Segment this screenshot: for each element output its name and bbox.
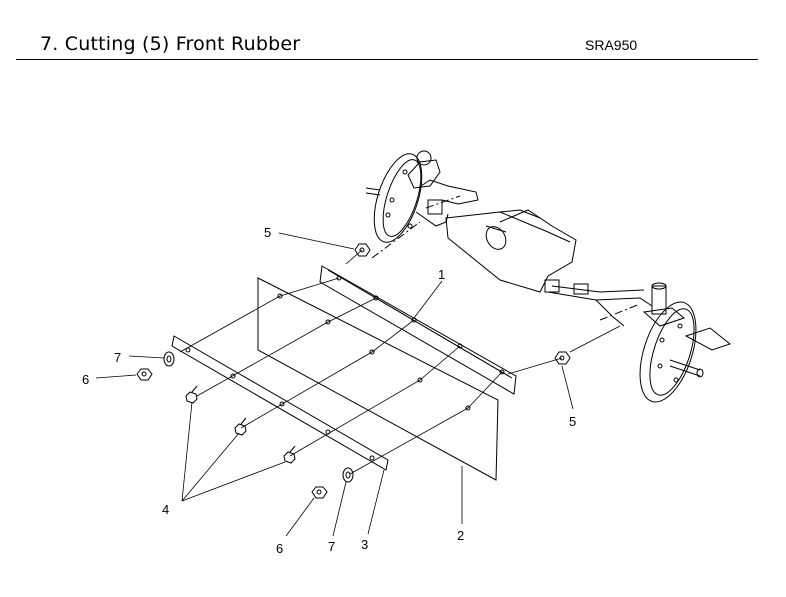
part-6-nuts bbox=[136, 368, 328, 499]
part-4-bolts bbox=[185, 385, 296, 464]
mower-frame bbox=[365, 150, 732, 403]
model-code: SRA950 bbox=[585, 37, 638, 53]
callout-part-5-left: 5 bbox=[264, 225, 271, 240]
leader-lines bbox=[95, 232, 574, 537]
callout-part-6-bottom: 6 bbox=[276, 541, 283, 556]
callout-part-6-top: 6 bbox=[82, 372, 89, 387]
page-title: 7. Cutting (5) Front Rubber bbox=[40, 33, 301, 55]
part-7-washers bbox=[163, 351, 354, 483]
part-5-nuts bbox=[354, 243, 571, 365]
callout-part-5-right: 5 bbox=[569, 414, 576, 429]
part-2-rubber-flap bbox=[257, 277, 499, 481]
callout-part-3: 3 bbox=[361, 537, 368, 552]
part-1-upper-bar bbox=[319, 265, 517, 395]
callout-part-4: 4 bbox=[162, 502, 169, 517]
assembly-lines bbox=[179, 249, 621, 475]
callout-part-1: 1 bbox=[438, 267, 445, 282]
header-divider bbox=[16, 59, 758, 60]
callout-part-7-bottom: 7 bbox=[328, 539, 335, 554]
callout-part-2: 2 bbox=[457, 528, 464, 543]
callout-part-7-top: 7 bbox=[114, 350, 121, 365]
